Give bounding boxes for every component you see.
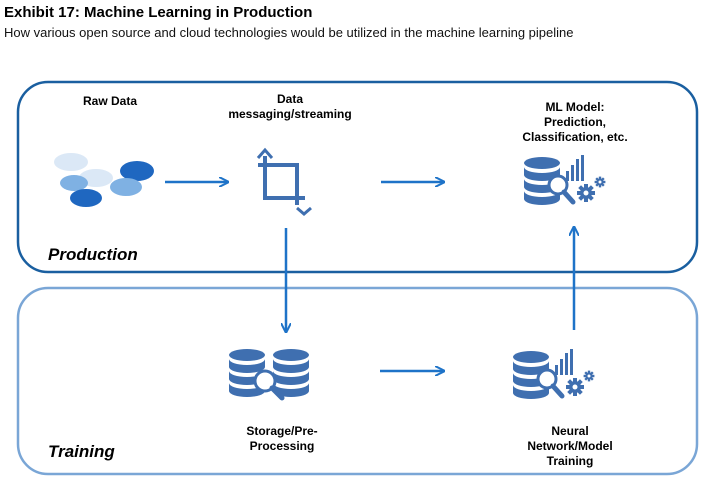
training-frame [16, 286, 699, 476]
neural-training-icon [513, 349, 594, 399]
data-bubbles-icon [54, 153, 154, 207]
training-section-label: Training [48, 442, 115, 461]
storage-label: Storage/Pre- Processing [246, 424, 318, 453]
raw-data-label: Raw Data [82, 94, 138, 108]
production-frame [16, 80, 699, 274]
crop-icon [256, 147, 312, 216]
database-analytics-icon [524, 155, 605, 205]
database-search-icon [229, 349, 309, 401]
exhibit-subtitle: How various open source and cloud techno… [4, 25, 574, 40]
ml-model-label: ML Model: Prediction, Classification, et… [522, 100, 628, 144]
production-section-label: Production [48, 245, 138, 264]
data-messaging-label: Data messaging/streaming [228, 92, 352, 121]
neural-network-label: Neural Network/Model Training [527, 424, 613, 468]
exhibit-title: Exhibit 17: Machine Learning in Producti… [4, 4, 313, 21]
